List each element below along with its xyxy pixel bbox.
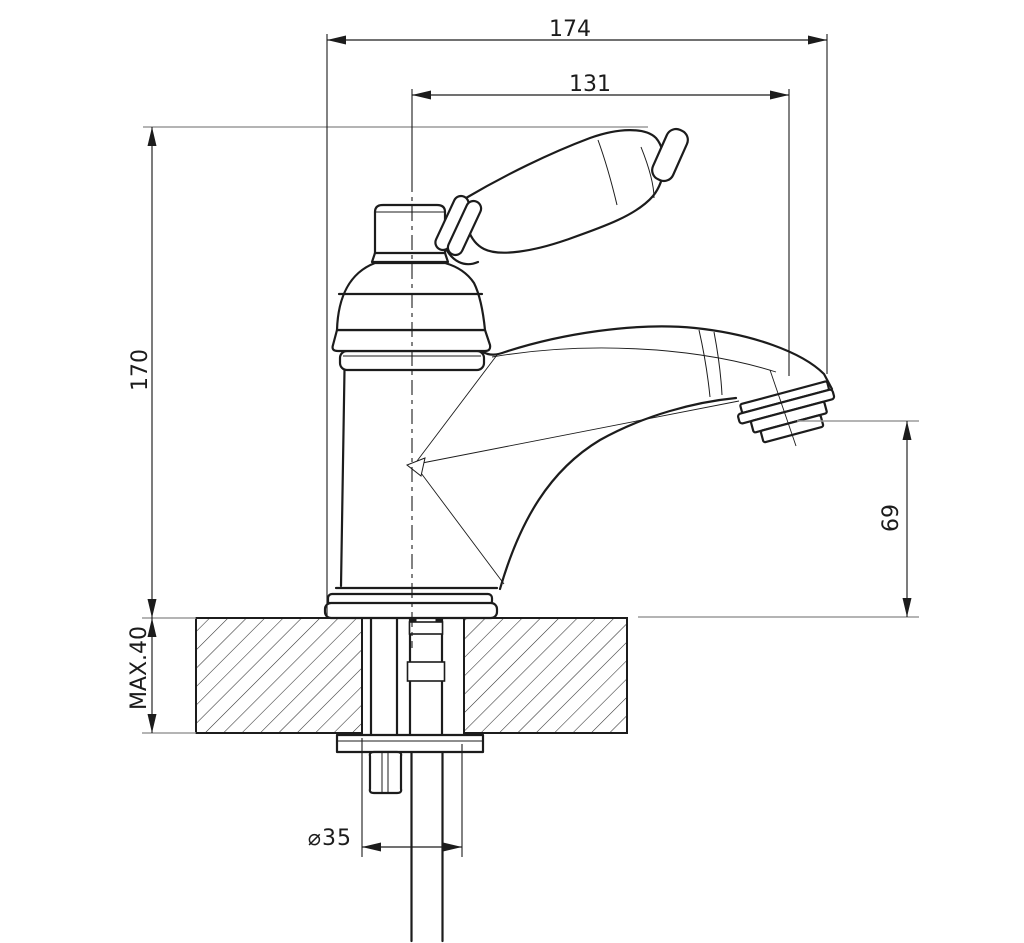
tailpiece-seal-right [435,618,442,624]
cap-skirt [331,328,492,353]
arrow-max40-bottom [147,714,157,733]
surface-tangent-lines [416,354,740,585]
dimension-labels: 174 131 170 MAX.40 69 ⌀35 [127,17,904,851]
arrow-170-bottom [147,599,157,618]
aerator [737,380,836,444]
handle-boot [443,245,480,266]
handle-neck [373,203,447,260]
dim-label-spout-reach: 131 [569,72,611,97]
countertop-section [195,617,628,734]
extension-lines-black [326,34,828,857]
lever-surface-lines [597,139,655,206]
dome-cap [335,261,487,332]
tailpiece-collar [408,621,444,635]
washer-plate [335,733,485,754]
arrow-dia35-right [443,842,462,852]
base-flange-lower [323,601,499,620]
arrow-174-right [808,35,827,45]
arrow-69-bottom [902,598,912,617]
arrow-69-top [902,421,912,440]
arrow-dia35-left [362,842,381,852]
lever-handle [463,129,666,254]
arrow-max40-top [147,618,157,637]
spout-top-curve [481,325,834,391]
arrow-131-left [412,90,431,100]
lever-collar-ring-2 [446,199,483,257]
aerator-axis-line [769,369,797,447]
counter-left-block [195,617,363,734]
dim-label-total-height: 170 [128,349,153,391]
tailpiece-coupling [406,661,446,682]
handle-neck-lip [370,251,450,264]
arrow-174-left [327,35,346,45]
spout-underside-curve [498,396,738,591]
dim-label-overall-depth: 174 [549,17,591,42]
extension-lines-grey [142,126,919,734]
arrow-131-right [770,90,789,100]
dim-label-hole-diameter: ⌀35 [308,826,352,851]
tangent-origin-cone [406,457,426,477]
body-left-edge [339,368,346,588]
lever-end-cap [651,127,689,183]
dim-label-spout-height: 69 [879,504,904,532]
faucet [323,127,836,620]
mounting-nut-facets [381,752,389,793]
arrow-170-top [147,127,157,146]
mounting-hardware [335,616,485,943]
spout-inner-surface-line [491,347,777,373]
tailpiece-seal-left [410,618,417,624]
spout-transverse-lines [698,329,723,398]
dimension-arrows [147,35,912,852]
mounting-nut [368,750,403,795]
counter-right-block [463,617,628,734]
dim-label-max-deck-thickness: MAX.40 [127,626,152,710]
mounting-rod [369,616,399,737]
